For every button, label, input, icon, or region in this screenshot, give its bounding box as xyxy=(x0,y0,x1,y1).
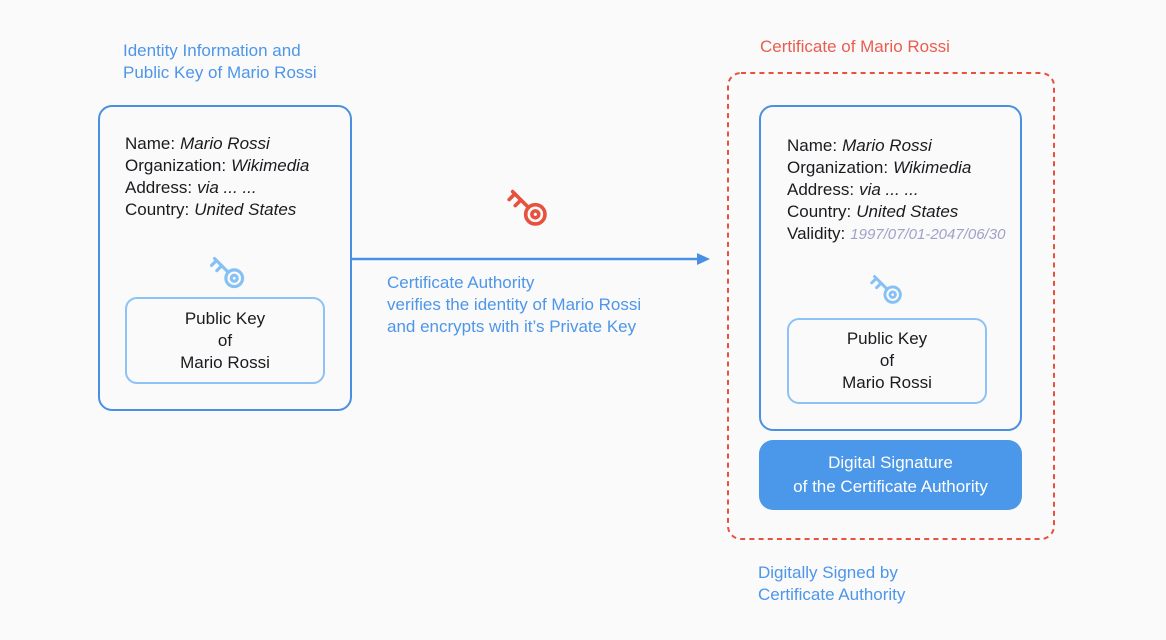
certificate-title: Certificate of Mario Rossi xyxy=(760,37,950,56)
public-key-box: Public Key of Mario Rossi xyxy=(125,297,325,384)
certificate-inner-box: Name:Mario Rossi Organization:Wikimedia … xyxy=(759,105,1022,431)
field-value: Wikimedia xyxy=(893,158,972,177)
field-label: Organization: xyxy=(787,158,889,177)
field-value: Mario Rossi xyxy=(180,134,270,153)
field-row-organization: Organization:Wikimedia xyxy=(787,157,1005,179)
field-row-country: Country:United States xyxy=(787,201,1005,223)
identity-fields: Name:Mario Rossi Organization:Wikimedia … xyxy=(125,133,309,221)
signed-by-caption: Digitally Signed by Certificate Authorit… xyxy=(758,563,906,604)
key-icon xyxy=(870,275,902,304)
field-value: 1997/07/01-2047/06/30 xyxy=(850,226,1006,243)
certificate-dashed-box: Name:Mario Rossi Organization:Wikimedia … xyxy=(727,72,1055,540)
field-value: via ... ... xyxy=(859,180,919,199)
field-value: United States xyxy=(194,200,297,219)
certificate-fields: Name:Mario Rossi Organization:Wikimedia … xyxy=(787,135,1005,246)
field-value: Wikimedia xyxy=(231,156,310,175)
field-label: Country: xyxy=(787,202,852,221)
field-row-name: Name:Mario Rossi xyxy=(125,133,309,155)
field-row-validity: Validity:1997/07/01-2047/06/30 xyxy=(787,223,1005,246)
field-label: Address: xyxy=(787,180,855,199)
field-label: Name: xyxy=(787,136,838,155)
identity-heading: Identity Information and Public Key of M… xyxy=(123,41,317,82)
field-row-address: Address:via ... ... xyxy=(787,179,1005,201)
key-icon xyxy=(209,256,245,289)
field-label: Name: xyxy=(125,134,176,153)
field-value: via ... ... xyxy=(197,178,257,197)
field-row-country: Country:United States xyxy=(125,199,309,221)
field-row-organization: Organization:Wikimedia xyxy=(125,155,309,177)
field-label: Address: xyxy=(125,178,193,197)
public-key-box: Public Key of Mario Rossi xyxy=(787,318,987,404)
field-label: Country: xyxy=(125,200,190,219)
field-value: Mario Rossi xyxy=(842,136,932,155)
field-label: Validity: xyxy=(787,224,846,243)
ca-private-key-icon xyxy=(507,189,547,226)
identity-box: Name:Mario Rossi Organization:Wikimedia … xyxy=(98,105,352,411)
field-row-address: Address:via ... ... xyxy=(125,177,309,199)
right-arrow-icon xyxy=(352,253,710,265)
ca-caption: Certificate Authority verifies the ident… xyxy=(387,273,642,336)
field-value: United States xyxy=(856,202,959,221)
digital-signature-badge: Digital Signature of the Certificate Aut… xyxy=(759,440,1022,510)
dashed-border xyxy=(727,72,1055,540)
field-label: Organization: xyxy=(125,156,227,175)
field-row-name: Name:Mario Rossi xyxy=(787,135,1005,157)
